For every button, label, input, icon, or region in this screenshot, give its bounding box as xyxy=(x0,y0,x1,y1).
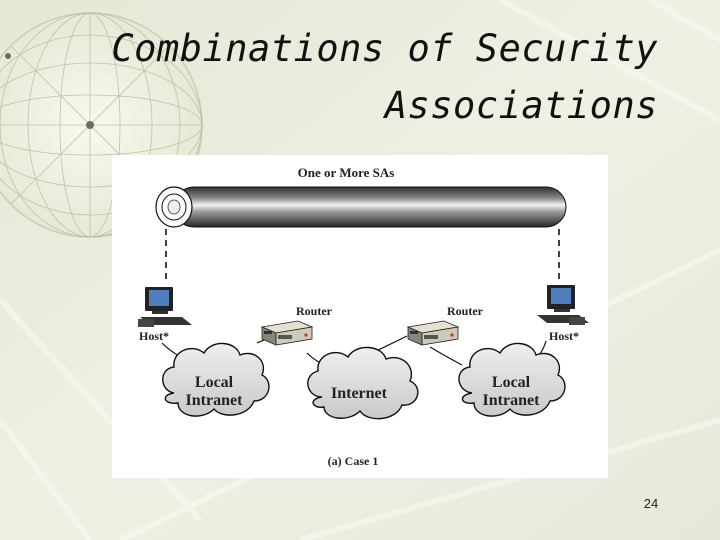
cloud-internet xyxy=(307,346,419,420)
host-right xyxy=(537,285,589,325)
figure-caption: (a) Case 1 xyxy=(328,454,379,468)
cloud-right-intranet xyxy=(458,342,566,417)
sa-tunnel xyxy=(155,186,567,228)
cloud-left-label-line-2: Intranet xyxy=(186,392,244,409)
network-diagram: One or More SAs Host* xyxy=(138,165,589,468)
slide-title-line-2: Associations xyxy=(384,84,658,127)
host-left-label: Host* xyxy=(139,329,169,343)
tunnel-label: One or More SAs xyxy=(298,165,395,180)
cloud-left-intranet xyxy=(162,342,270,417)
cloud-left-label-line-1: Local xyxy=(195,374,234,391)
cloud-right-label-line-2: Intranet xyxy=(483,392,541,409)
router-right xyxy=(406,320,460,346)
host-right-label: Host* xyxy=(549,329,579,343)
slide-title-line-1: Combinations of Security xyxy=(111,27,658,70)
page-number: 24 xyxy=(643,496,659,511)
router-left-label: Router xyxy=(296,304,333,318)
host-left xyxy=(138,287,192,327)
cloud-right-label-line-1: Local xyxy=(492,374,531,391)
slide-title: Combinations of Security Associations xyxy=(58,20,658,134)
router-left xyxy=(260,320,314,346)
cloud-internet-label: Internet xyxy=(331,385,388,402)
router-right-label: Router xyxy=(447,304,484,318)
sa-combination-figure: One or More SAs Host* xyxy=(112,155,608,478)
